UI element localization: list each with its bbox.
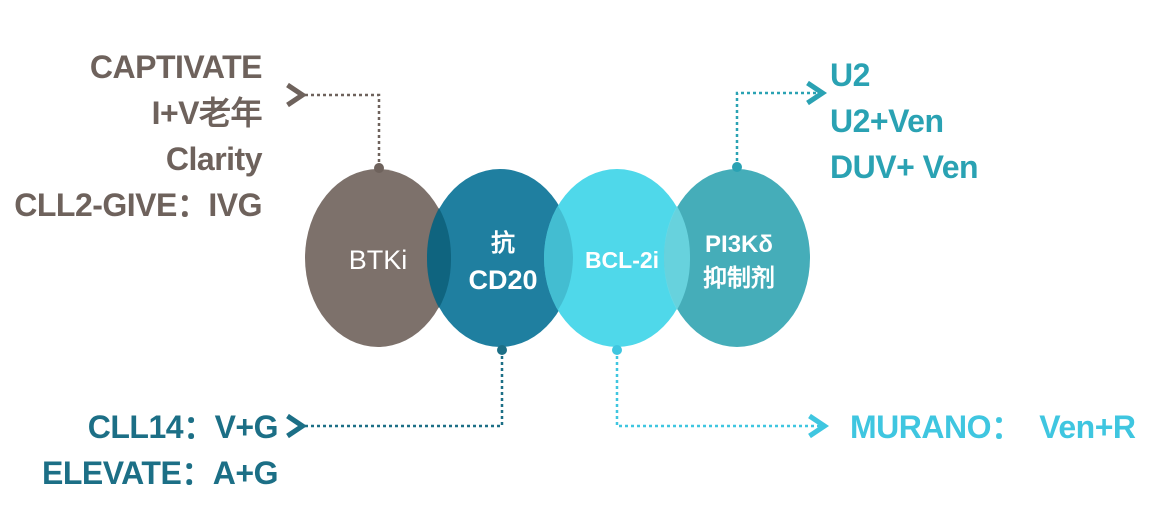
btki-cd20-overlap (426, 208, 452, 308)
bcl2-trial-item: MURANO： Ven+R (850, 409, 1136, 445)
bcl2-connector-line (615, 350, 830, 439)
bcl2-pi3k-overlap (663, 206, 691, 310)
bcl2-circle-label: BCL-2i (562, 247, 682, 274)
cd20-connector-line (286, 350, 504, 439)
btki-circle-label: BTKi (318, 245, 438, 276)
btki-trial-item: CAPTIVATE (89, 49, 263, 85)
pi3k-circle (664, 169, 810, 347)
btki-trial-item: I+V老年 (151, 95, 263, 131)
pi3k-trial-item: DUV+ Ven (830, 149, 979, 185)
pi3k-trial-item: U2+Ven (830, 103, 944, 139)
bcl2-circle (544, 169, 690, 347)
pi3k-label-line2: 抑制剂 (703, 265, 775, 292)
cd20-trial-item: CLL14：V+G (87, 409, 279, 445)
pi3k-connector-line (735, 80, 828, 167)
bcl2-trials: MURANO： Ven+R (850, 404, 1136, 450)
pi3k-circle-label: PI3Kδ 抑制剂 (679, 228, 799, 296)
btki-trials: CAPTIVATE I+V老年 Clarity CLL2-GIVE：IVG (14, 44, 262, 228)
cd20-trial-item: ELEVATE：A+G (41, 455, 279, 491)
pi3k-trials: U2 U2+Ven DUV+ Ven (830, 52, 979, 190)
cd20-label-line2: CD20 (468, 265, 538, 295)
pi3k-label-line1: PI3Kδ (705, 231, 773, 258)
cd20-circle (427, 169, 573, 347)
cd20-bcl2-overlap (544, 206, 573, 310)
pi3k-trial-item: U2 (830, 57, 870, 93)
btki-trial-item: Clarity (165, 141, 263, 177)
btki-circle (305, 169, 451, 347)
cd20-trials: CLL14：V+G ELEVATE：A+G (41, 404, 279, 496)
cd20-circle-label: 抗 CD20 (443, 226, 563, 298)
bcl2-label: BCL-2i (584, 247, 660, 273)
btki-label: BTKi (348, 245, 408, 275)
btki-connector-line (286, 82, 381, 168)
cd20-label-line1: 抗 (491, 230, 515, 257)
btki-trial-item: CLL2-GIVE：IVG (14, 187, 262, 223)
